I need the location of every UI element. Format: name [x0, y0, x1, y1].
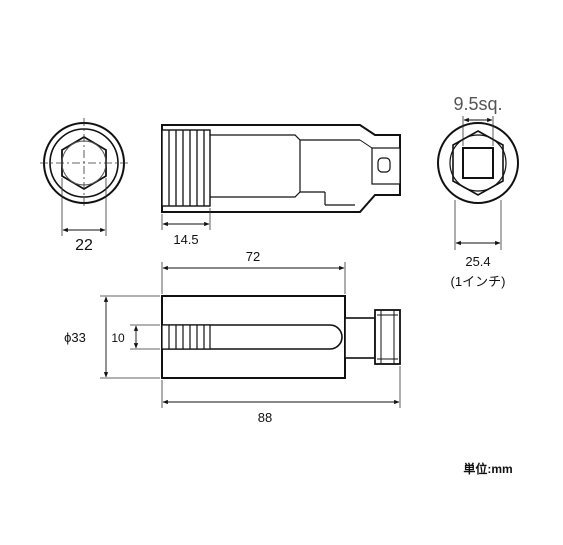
overall-length-label: 88	[258, 410, 272, 425]
unit-label: 単位:mm	[463, 461, 512, 476]
rear-end-view	[437, 116, 519, 250]
drive-diameter-note: (1インチ)	[451, 274, 506, 289]
drive-diameter-label: 25.4	[465, 254, 490, 269]
hex-width-label: 22	[75, 237, 93, 254]
outer-diameter-label: ϕ33	[64, 330, 86, 345]
side-view-top	[161, 124, 401, 230]
slot-length-label: 72	[246, 249, 260, 264]
side-view-bottom	[100, 262, 401, 408]
slot-width-label: 10	[111, 331, 125, 345]
front-end-view	[40, 118, 128, 236]
spline-length-label: 14.5	[173, 232, 198, 247]
drive-size-label: 9.5sq.	[453, 94, 502, 114]
